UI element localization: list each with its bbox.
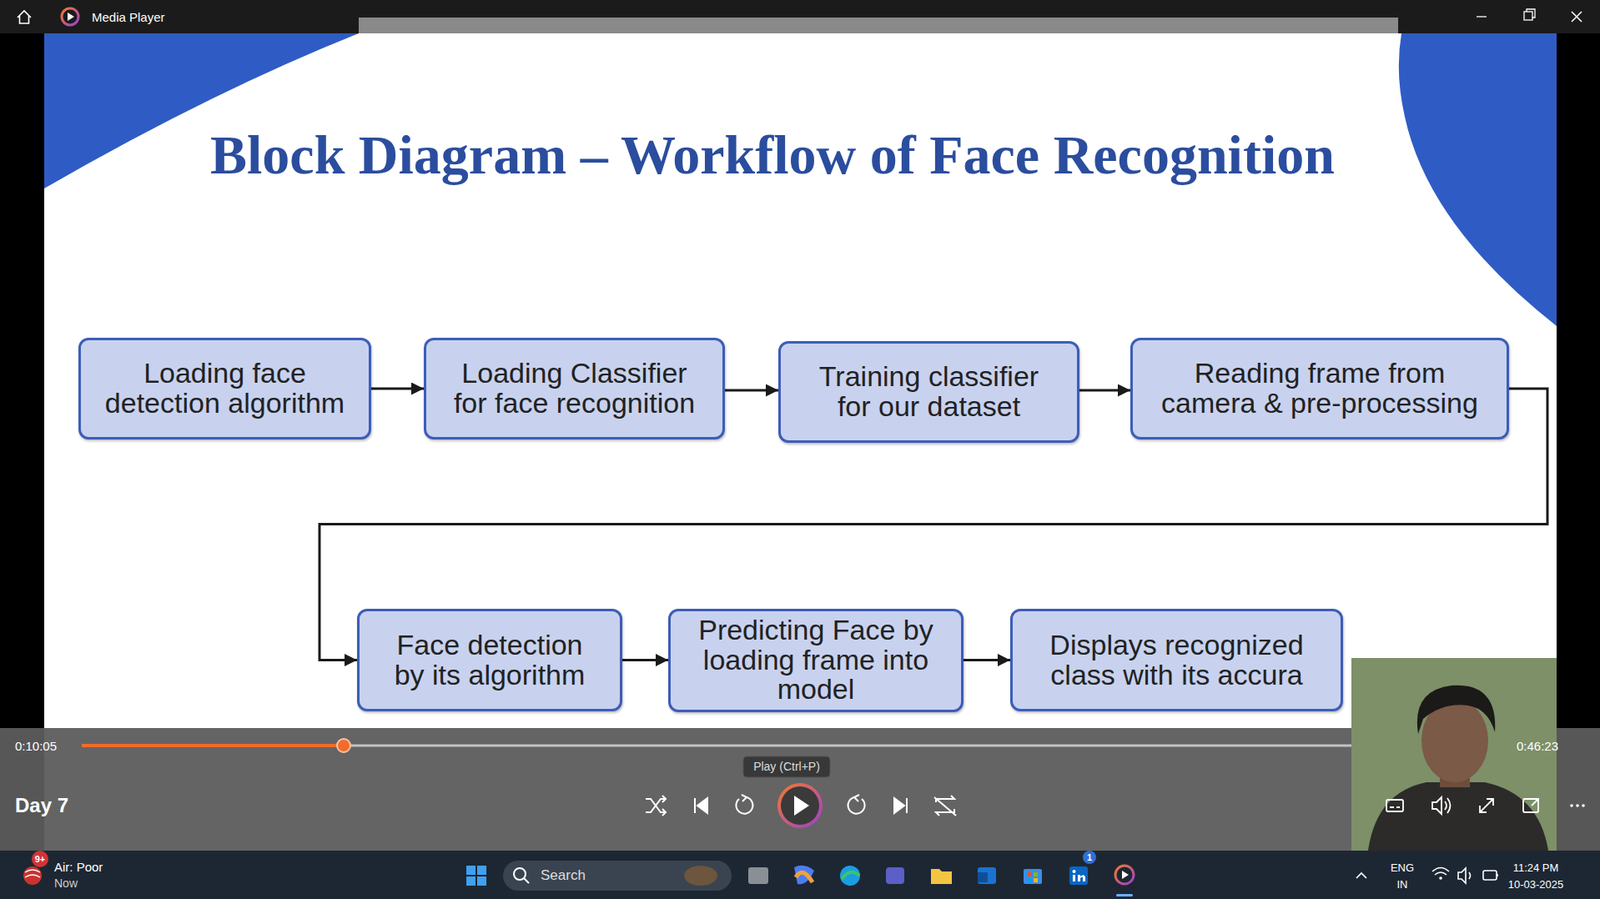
process-box: Loading face detection algorithm bbox=[78, 337, 372, 440]
flow-arrow bbox=[371, 387, 424, 391]
process-box: Face detection by its algorithm bbox=[357, 608, 623, 712]
node-label: Training classifier for our dataset bbox=[812, 362, 1047, 422]
process-box: Reading frame from camera & pre-processi… bbox=[1130, 337, 1510, 440]
elapsed-time: 0:10:05 bbox=[15, 739, 57, 754]
process-box: Displays recognized class with its accur… bbox=[1010, 608, 1344, 712]
total-time: 0:46:23 bbox=[1516, 739, 1559, 754]
process-box: Predicting Face by loading frame into mo… bbox=[668, 608, 964, 713]
tooltip: Play (Ctrl+P) bbox=[753, 759, 821, 774]
process-box: Loading Classifier for face recognition bbox=[423, 337, 725, 440]
weather-status: Air: Poor bbox=[54, 860, 103, 875]
clock-date: 10-03-2025 bbox=[1508, 878, 1565, 891]
weather-time: Now bbox=[54, 876, 78, 891]
flow-arrow bbox=[1079, 389, 1131, 393]
node-label: Reading frame from camera & pre-processi… bbox=[1152, 358, 1487, 418]
process-box: Training classifier for our dataset bbox=[778, 341, 1080, 443]
node-label: Loading Classifier for face recognition bbox=[449, 358, 700, 418]
notification-badge: 9+ bbox=[35, 854, 46, 865]
flow-arrow bbox=[963, 659, 1011, 662]
flow-arrow bbox=[622, 659, 669, 662]
node-label: Loading face detection algorithm bbox=[100, 358, 351, 418]
language: ENG bbox=[1390, 861, 1414, 875]
flow-arrow bbox=[724, 389, 779, 393]
clock-time: 11:24 PM bbox=[1513, 861, 1560, 875]
search-box: Search bbox=[540, 867, 586, 885]
node-label: Displays recognized class with its accur… bbox=[1039, 630, 1315, 690]
app-badge: 1 bbox=[1086, 852, 1092, 863]
region: IN bbox=[1397, 878, 1409, 891]
video-name: Day 7 bbox=[15, 794, 69, 818]
node-label: Face detection by its algorithm bbox=[387, 630, 593, 690]
window-title: Media Player bbox=[91, 10, 166, 25]
slide-title: Block Diagram – Workflow of Face Recogni… bbox=[210, 123, 1335, 187]
node-label: Predicting Face by loading frame into mo… bbox=[690, 615, 941, 705]
